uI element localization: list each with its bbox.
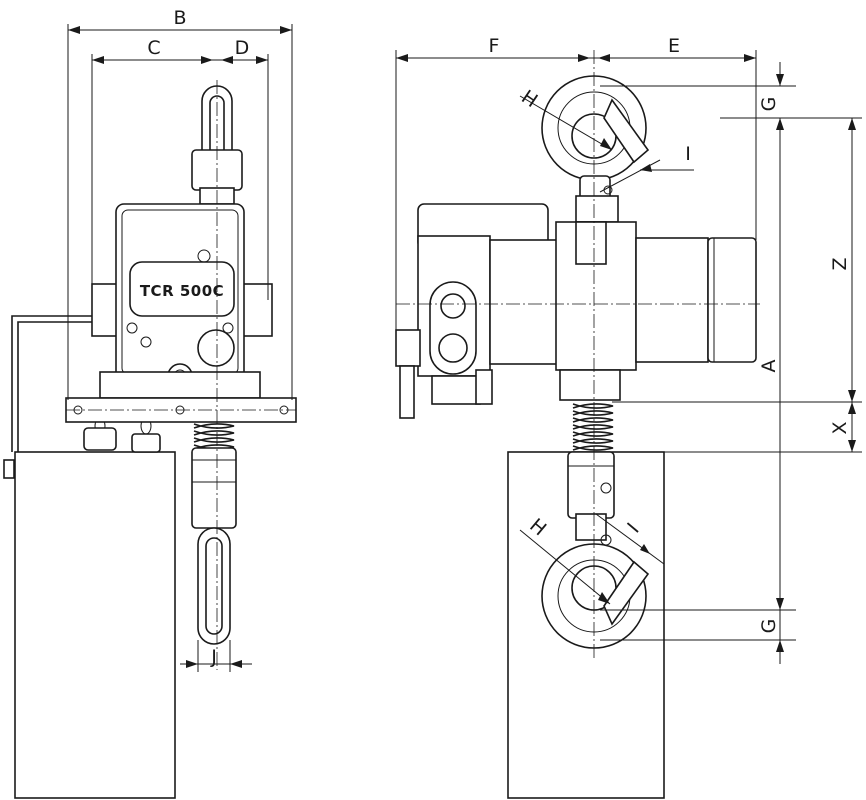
side-view: F E G A Z X G H I H I <box>395 35 862 799</box>
spring-front <box>193 423 235 450</box>
dim-label-Z: Z <box>829 257 851 270</box>
bottom-hook-front <box>191 447 237 645</box>
dim-label-F: F <box>489 35 500 57</box>
dim-label-G-bottom: G <box>758 619 780 634</box>
gearbox-side <box>395 203 549 419</box>
side-dimensions <box>395 50 862 664</box>
model-plate-text: TCR 500C <box>140 282 224 300</box>
spring-coil <box>572 424 614 430</box>
spring-coil <box>572 403 614 409</box>
counterweight-box-left <box>14 451 176 799</box>
spring-coil <box>572 417 614 423</box>
dim-label-H-top: H <box>517 86 541 112</box>
front-view: TCR 500C <box>3 7 297 799</box>
dim-label-E: E <box>668 35 680 57</box>
trolley-plate <box>65 397 297 423</box>
dim-label-X: X <box>829 421 851 434</box>
front-dimensions <box>67 24 293 672</box>
dim-label-A: A <box>758 360 780 373</box>
motor-side <box>396 221 760 401</box>
dim-label-I-top: I <box>685 143 691 165</box>
spring-coil <box>572 445 614 451</box>
dim-label-B: B <box>173 7 186 29</box>
dim-label-D: D <box>235 37 250 59</box>
top-hook-front <box>191 85 243 205</box>
spring-coil <box>193 423 235 429</box>
spring-coil <box>572 431 614 437</box>
spring-coil <box>572 438 614 444</box>
trolley-bracket <box>3 315 92 479</box>
spring-coil <box>572 410 614 416</box>
spring-coil <box>193 430 235 436</box>
top-hook-side <box>541 75 650 223</box>
hoist-body-front: TCR 500C <box>91 203 273 399</box>
spring-coil <box>193 437 235 443</box>
spring-side <box>572 403 614 451</box>
dim-label-G-top: G <box>758 97 780 112</box>
dim-label-J: J <box>210 646 217 668</box>
dim-label-C: C <box>147 37 160 59</box>
